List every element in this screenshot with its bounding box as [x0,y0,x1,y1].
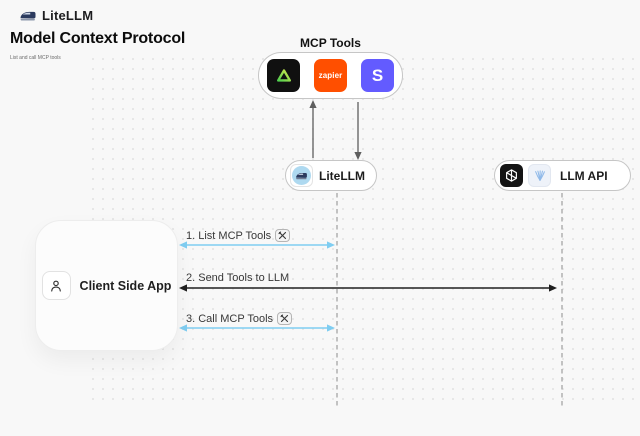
zapier-wordmark: zapier [318,71,343,80]
litellm-train-icon [20,11,36,20]
message-3-label: 3. Call MCP Tools [186,312,274,325]
hammer-wrench-icon [277,312,293,325]
node-litellm: LiteLLM [285,160,377,191]
hammer-wrench-icon [275,229,291,242]
message-2-label: 2. Send Tools to LLM [186,272,290,284]
brand: LiteLLM [19,8,93,23]
stripe-letter: S [371,65,384,85]
person-icon [41,271,71,300]
brand-label: LiteLLM [42,8,94,23]
stripe-icon: S [361,59,394,92]
arrow-send-tools-to-llm [179,284,557,292]
client-node-label: Client Side App [79,278,172,293]
arrow-call-mcp-tools [179,324,335,332]
arrow-mcp-to-litellm [354,102,362,160]
composio-icon [267,59,300,92]
arrow-litellm-to-mcp [309,100,317,158]
llm-api-node-label: LLM API [560,168,608,183]
message-3-call-mcp-tools: 3. Call MCP Tools [186,312,293,325]
llm-provider-icon [528,164,551,187]
message-1-list-mcp-tools: 1. List MCP Tools [186,229,291,242]
litellm-node-label: LiteLLM [319,168,365,183]
openai-icon [500,164,523,187]
message-2-send-tools-to-llm: 2. Send Tools to LLM [186,272,289,284]
node-client-side-app: Client Side App [35,220,178,351]
zapier-icon: zapier [314,59,347,92]
mcp-tools-label: MCP Tools [300,36,361,50]
page-title: Model Context Protocol [10,30,186,47]
page-subtitle: List and call MCP tools [10,55,61,61]
arrow-list-mcp-tools [179,241,335,249]
mcp-tools-box: zapier S [258,52,403,99]
node-llm-api: LLM API [494,160,631,191]
message-1-label: 1. List MCP Tools [186,229,272,242]
litellm-badge-icon [290,164,313,187]
